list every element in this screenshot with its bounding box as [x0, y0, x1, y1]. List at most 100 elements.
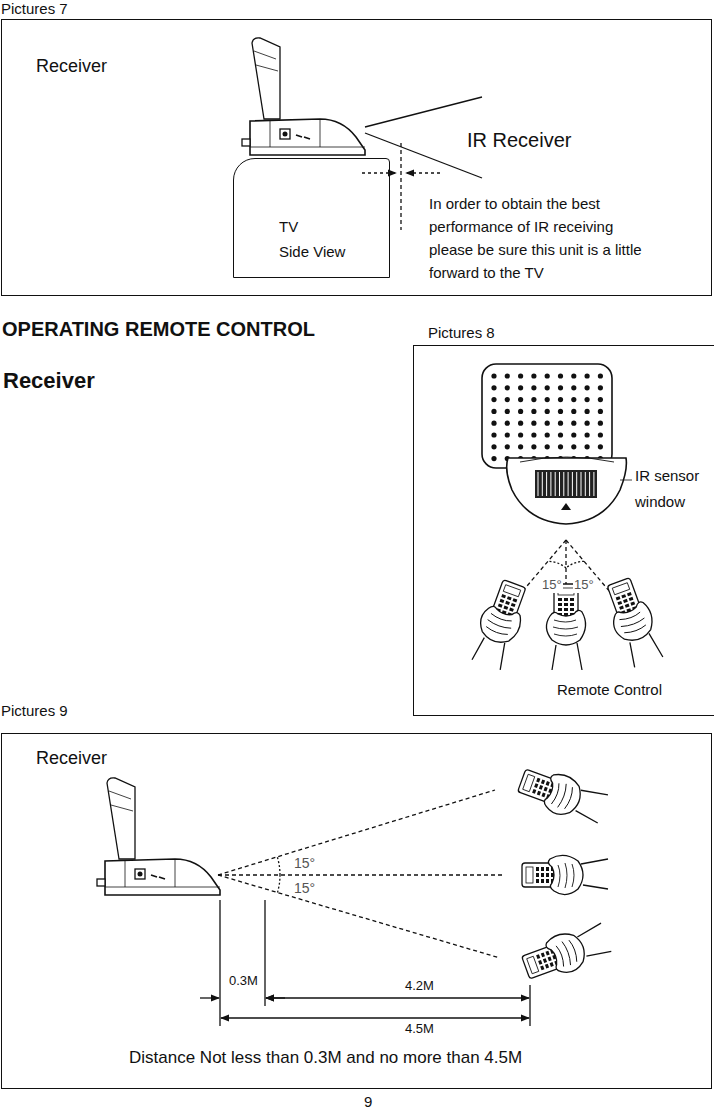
speaker-hole [491, 444, 496, 449]
speaker-hole [531, 373, 536, 378]
finger-lines [558, 863, 574, 888]
receiver-base-top [507, 458, 627, 524]
remote-key [570, 603, 574, 606]
remote-key [623, 599, 628, 603]
ir-sensor-window [561, 503, 571, 510]
remote-key [546, 879, 549, 883]
remote-key [625, 604, 630, 608]
ir-range-dash [218, 790, 495, 875]
speaker-hole [545, 385, 550, 390]
remote-key [543, 958, 547, 963]
figure-text: Distance Not less than 0.3M and no more … [129, 1048, 522, 1068]
grille-slot [589, 472, 590, 496]
remote-key [501, 594, 506, 598]
ir-beam-line [365, 133, 482, 178]
extension-line [264, 900, 265, 1006]
leader-line [620, 480, 632, 481]
speaker-hole [505, 373, 510, 378]
lid-detail [109, 791, 133, 811]
lid-detail [254, 51, 278, 71]
speaker-hole [505, 385, 510, 390]
switch-marks [296, 135, 310, 139]
remote-key [558, 598, 562, 601]
speaker-hole [585, 444, 590, 449]
speaker-hole [598, 397, 603, 402]
figure-text: Receiver [36, 56, 107, 77]
speaker-hole [531, 409, 536, 414]
remote-key [541, 867, 544, 871]
speaker-hole [531, 432, 536, 437]
remote-key [541, 873, 544, 877]
receiver-base [105, 859, 220, 895]
speaker-hole [505, 444, 510, 449]
figure-heading: Pictures 9 [1, 702, 68, 719]
remote-key [570, 598, 574, 601]
wrist [572, 786, 608, 823]
remote-key [542, 792, 546, 797]
grille-slot [559, 472, 560, 496]
speaker-hole [518, 385, 523, 390]
remote-key [616, 596, 621, 600]
speaker-hole [491, 373, 496, 378]
tv-outline: TVSide View [233, 158, 390, 278]
base-rim [520, 457, 614, 462]
hand-with-remote [467, 577, 533, 671]
speaker-hole [545, 421, 550, 426]
wrist [552, 643, 582, 670]
remote-key [541, 779, 545, 784]
remote-key [540, 966, 544, 971]
grille-slot [546, 472, 547, 496]
speaker-hole [531, 385, 536, 390]
receiver-lid [107, 778, 135, 859]
dc-socket [135, 869, 145, 879]
figure-text: Remote Control [557, 681, 662, 698]
remote-key [544, 787, 548, 792]
remote-key [503, 606, 508, 610]
finger-lines [553, 620, 578, 636]
remote-key [630, 602, 635, 606]
remote-key [507, 596, 512, 600]
subsection-heading: Receiver [2, 368, 96, 393]
speaker-hole [491, 456, 496, 461]
remote-key [541, 879, 544, 883]
dimension-arrow [221, 1017, 529, 1018]
remote-key [536, 778, 540, 783]
speaker-hole [585, 409, 590, 414]
speaker-hole [571, 373, 576, 378]
switch-marks [151, 875, 165, 879]
finger-lines [551, 781, 575, 810]
hand-with-remote [546, 584, 585, 670]
grille-slot [581, 472, 582, 496]
grille-slot [563, 472, 564, 496]
finger-lines [485, 613, 514, 637]
figure-text: In order to obtain the best performance … [429, 192, 654, 284]
speaker-hole [491, 409, 496, 414]
base-detail [250, 119, 365, 147]
speaker-hole [531, 444, 536, 449]
offset-arrow [406, 172, 440, 173]
speaker-hole [571, 409, 576, 414]
remote-key [513, 598, 518, 602]
remote-key [558, 603, 562, 606]
remote-key [500, 599, 505, 603]
speaker-hole [518, 409, 523, 414]
angle-label: 15° [541, 578, 563, 593]
remote-key [541, 953, 545, 958]
receiver-base [250, 119, 365, 155]
angle-label: 15° [293, 880, 316, 896]
figure-text: TV [279, 218, 298, 235]
remote-key [539, 785, 543, 790]
remote-key [498, 604, 503, 608]
grille-slot [585, 472, 586, 496]
remote-key [505, 601, 510, 605]
remote-key [546, 781, 550, 786]
hand-with-remote [515, 762, 609, 828]
remote-key [570, 608, 574, 611]
remote-key [558, 608, 562, 611]
angle-arc [548, 561, 566, 568]
speaker-hole [585, 397, 590, 402]
section-title: OPERATING REMOTE CONTROL [2, 318, 315, 341]
remote-display [526, 867, 533, 883]
remote-key [536, 954, 540, 959]
remote-key [627, 592, 632, 596]
